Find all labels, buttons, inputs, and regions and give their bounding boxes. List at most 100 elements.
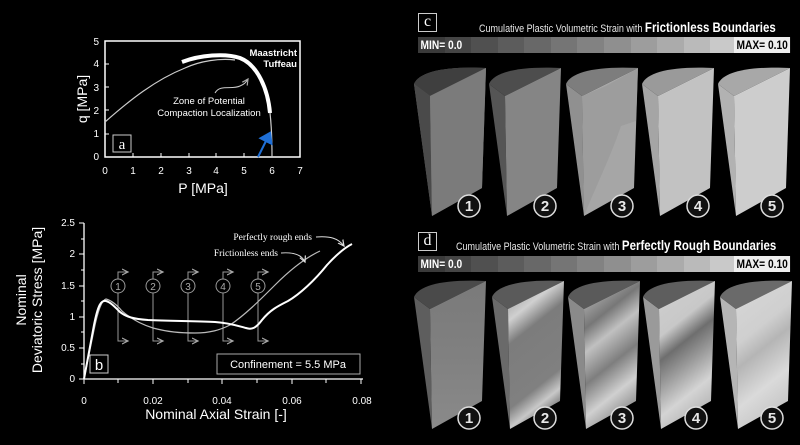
svg-text:0.04: 0.04 bbox=[212, 396, 232, 407]
material-label-line1: Maastricht bbox=[249, 48, 297, 59]
specimen-number-badges-d bbox=[457, 406, 784, 430]
panel-c-label: c bbox=[418, 13, 437, 32]
plot-b-y-label-line1: Nominal bbox=[13, 274, 29, 325]
svg-text:3: 3 bbox=[185, 282, 191, 293]
plot-b-y-label-line2: Deviatoric Stress [MPa] bbox=[29, 227, 45, 373]
legend-frictionless-ends: Frictionless ends bbox=[214, 249, 278, 259]
svg-text:5: 5 bbox=[241, 166, 247, 177]
panel-b-label-box bbox=[89, 354, 109, 374]
svg-text:5: 5 bbox=[255, 282, 261, 293]
svg-text:2: 2 bbox=[93, 106, 99, 117]
panel-c-title-bold: Frictionless Boundaries bbox=[644, 19, 776, 35]
confinement-label: Confinement = 5.5 MPa bbox=[230, 359, 347, 371]
plot-a-x-tick-labels: 0 1 2 3 4 5 6 7 bbox=[102, 166, 303, 177]
panel-d-label: d bbox=[418, 232, 437, 251]
svg-text:2: 2 bbox=[69, 249, 75, 260]
plot-a-y-tick-labels: 0 1 2 3 4 5 bbox=[93, 37, 99, 163]
plot-a-x-label: P [MPa] bbox=[178, 180, 228, 196]
specimen-c-5 bbox=[718, 67, 790, 216]
svg-text:4: 4 bbox=[213, 166, 219, 177]
svg-text:2.5: 2.5 bbox=[61, 218, 75, 229]
svg-text:1.5: 1.5 bbox=[61, 281, 75, 292]
legend-rough-ends: Perfectly rough ends bbox=[233, 232, 312, 243]
panel-a-label-box bbox=[112, 134, 132, 153]
specimen-c-3 bbox=[566, 67, 638, 216]
step-marker-labels: 1 2 3 4 5 bbox=[115, 282, 261, 293]
specimen-d-3 bbox=[568, 280, 640, 429]
svg-text:5: 5 bbox=[93, 37, 99, 48]
specimen-d-4 bbox=[643, 280, 715, 429]
svg-text:1: 1 bbox=[130, 166, 136, 177]
plot-a-y-ticks bbox=[105, 63, 109, 135]
stress-path-arrow bbox=[257, 131, 273, 158]
specimen-c-4 bbox=[642, 67, 714, 216]
step-marker-2 bbox=[145, 272, 163, 341]
svg-text:3: 3 bbox=[618, 410, 626, 427]
zone-annotation-line2: Compaction Localization bbox=[157, 108, 261, 119]
panel-d-title-prefix: Cumulative Plastic Volumetric Strain wit… bbox=[456, 241, 622, 253]
annotation-arrow bbox=[214, 79, 248, 94]
plot-b-x-label: Nominal Axial Strain [-] bbox=[145, 406, 287, 422]
svg-text:4: 4 bbox=[694, 198, 703, 215]
svg-text:4: 4 bbox=[692, 410, 701, 427]
step-marker-5 bbox=[250, 272, 268, 341]
svg-text:0.02: 0.02 bbox=[143, 396, 163, 407]
legend-rough-arrow bbox=[315, 236, 344, 246]
plot-b-x-tick-labels: 0 0.02 0.04 0.06 0.08 bbox=[81, 396, 372, 407]
svg-text:0: 0 bbox=[93, 152, 99, 163]
svg-text:3: 3 bbox=[186, 166, 192, 177]
svg-text:3: 3 bbox=[93, 83, 99, 94]
svg-text:1: 1 bbox=[465, 198, 473, 215]
specimen-number-labels-d: 1 2 3 4 5 bbox=[465, 410, 776, 427]
svg-text:0: 0 bbox=[81, 396, 87, 407]
material-label-line2: Tuffeau bbox=[263, 59, 297, 70]
step-marker-4 bbox=[215, 272, 233, 341]
plot-b-x-ticks bbox=[83, 379, 362, 384]
frictionless-ends-curve bbox=[83, 250, 321, 380]
panel-c-title: Cumulative Plastic Volumetric Strain wit… bbox=[479, 19, 776, 35]
svg-text:2: 2 bbox=[541, 198, 549, 215]
svg-text:6: 6 bbox=[269, 166, 275, 177]
panel-d-colorbar-min: MIN= 0.0 bbox=[420, 257, 463, 271]
plot-b-y-ticks bbox=[79, 222, 84, 380]
svg-text:0.06: 0.06 bbox=[282, 396, 302, 407]
svg-text:2: 2 bbox=[541, 410, 549, 427]
panel-c-specimens bbox=[414, 67, 790, 216]
specimen-d-2 bbox=[492, 280, 564, 429]
confinement-box bbox=[216, 353, 361, 375]
panel-b-stress-strain-chart: 0 0.5 1 1.5 2 2.5 0 0.02 0.04 0.06 0.08 … bbox=[13, 218, 372, 422]
specimen-d-5 bbox=[720, 280, 792, 429]
svg-text:4: 4 bbox=[220, 282, 226, 293]
specimen-number-badges-c bbox=[457, 194, 784, 218]
svg-text:0: 0 bbox=[69, 374, 75, 385]
panel-c-colorbar-min: MIN= 0.0 bbox=[420, 38, 463, 52]
svg-text:7: 7 bbox=[297, 166, 303, 177]
specimen-d-1 bbox=[414, 280, 486, 429]
specimen-c-1 bbox=[414, 67, 486, 216]
panel-a-yield-surface-chart: 0 1 2 3 4 5 0 1 2 3 4 5 6 7 P [MPa] q [M… bbox=[74, 37, 303, 196]
svg-text:0.08: 0.08 bbox=[352, 396, 372, 407]
svg-text:5: 5 bbox=[768, 410, 776, 427]
step-marker-3 bbox=[180, 272, 198, 341]
plot-a-frame bbox=[104, 40, 301, 158]
svg-text:3: 3 bbox=[618, 198, 626, 215]
panel-d-title-bold: Perfectly Rough Boundaries bbox=[621, 237, 777, 253]
panel-d-specimens bbox=[414, 280, 792, 429]
svg-text:0: 0 bbox=[102, 166, 108, 177]
specimen-number-labels-c: 1 2 3 4 5 bbox=[465, 198, 776, 215]
compaction-zone-curve bbox=[181, 53, 272, 114]
panel-d-colorbar-max: MAX= 0.10 bbox=[733, 256, 790, 272]
cap-curve-end bbox=[269, 112, 273, 158]
svg-text:2: 2 bbox=[150, 282, 156, 293]
legend-frictionless-arrow bbox=[280, 252, 305, 262]
zone-annotation-line1: Zone of Potential bbox=[173, 96, 245, 107]
plot-a-y-label: q [MPa] bbox=[74, 75, 90, 123]
svg-text:4: 4 bbox=[93, 59, 99, 70]
svg-text:1: 1 bbox=[465, 410, 473, 427]
svg-text:1: 1 bbox=[115, 282, 121, 293]
panel-c-title-prefix: Cumulative Plastic Volumetric Strain wit… bbox=[479, 23, 645, 35]
panel-a-label: a bbox=[119, 137, 126, 153]
svg-text:1: 1 bbox=[69, 312, 75, 323]
panel-c-colorbar-max: MAX= 0.10 bbox=[733, 37, 790, 53]
